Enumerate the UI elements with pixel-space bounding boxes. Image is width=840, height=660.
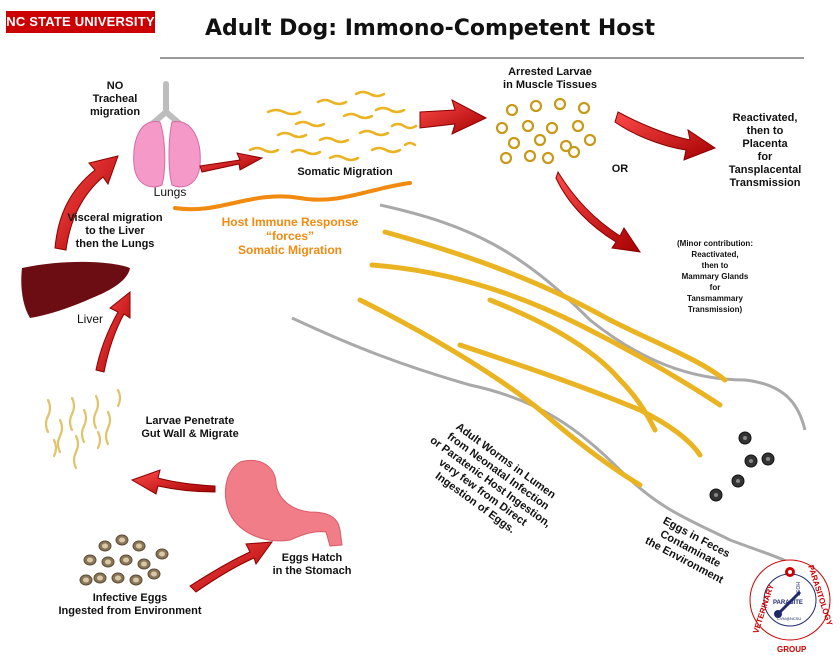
arrow-liver-to-lungs (54, 155, 119, 251)
immune-response-label: Host Immune Response “forces” Somatic Mi… (221, 215, 359, 257)
arrow-gut-to-liver (95, 290, 131, 373)
eggs-hatch-label: Eggs Hatch in the Stomach (272, 552, 352, 577)
stomach-illustration (224, 460, 343, 547)
fecal-eggs (709, 431, 775, 502)
mammary-label: (Minor contribution: Reactivated, then t… (677, 239, 753, 314)
infective-eggs (79, 534, 169, 586)
arrow-somatic-to-arrested (419, 98, 488, 135)
arrow-lungs-to-somatic (199, 152, 264, 173)
gut-larvae (44, 388, 122, 470)
arrested-larvae (495, 97, 597, 165)
arrow-arrested-to-mammary (555, 170, 642, 253)
arrested-larvae-label: Arrested Larvae in Muscle Tissues (503, 66, 597, 91)
or-label: OR (611, 163, 629, 175)
title-divider (160, 57, 804, 59)
immune-response-worm (173, 181, 412, 212)
nc-state-logo: NC STATE UNIVERSITY (6, 11, 155, 33)
lungs-illustration (133, 81, 201, 188)
somatic-larvae (248, 90, 418, 162)
seal-bottom-text: GROUP (777, 645, 807, 654)
seal-vertical-text: HOST (794, 582, 800, 596)
lungs-label: Lungs (153, 185, 187, 199)
larvae-penetrate-label: Larvae Penetrate Gut Wall & Migrate (141, 415, 239, 440)
arrow-arrested-to-placenta (614, 111, 717, 161)
infective-eggs-label: Infective Eggs Ingested from Environment (58, 592, 202, 617)
somatic-migration-label: Somatic Migration (297, 166, 393, 178)
flow-arrows (54, 98, 717, 593)
seal-center-text: PARASITE (773, 600, 803, 606)
parasitology-seal (749, 559, 831, 641)
arrow-eggs-to-stomach (189, 541, 274, 593)
seal-small-text: CVM@NCSU (777, 616, 801, 621)
no-tracheal-label: NO Tracheal migration (89, 80, 141, 118)
intestine-wall (291, 203, 807, 572)
visceral-migration-label: Visceral migration to the Liver then the… (67, 212, 163, 250)
diagram-title: Adult Dog: Immono-Competent Host (204, 16, 656, 41)
liver-label: Liver (76, 312, 103, 326)
placenta-label: Reactivated, then to Placenta for Tanspl… (728, 112, 802, 189)
arrow-stomach-to-gut (130, 469, 216, 495)
adult-worms (357, 229, 728, 488)
liver-illustration (21, 261, 130, 318)
